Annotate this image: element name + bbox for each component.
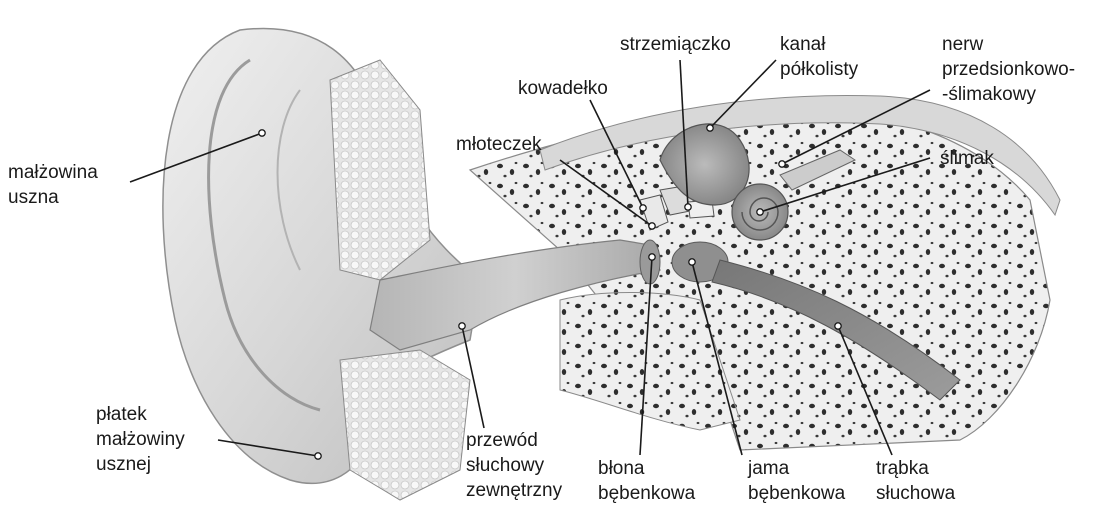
label-stapes: strzemiączko	[620, 32, 731, 57]
label-malleus: młoteczek	[456, 132, 542, 157]
cartilage-upper	[330, 60, 430, 280]
label-incus: kowadełko	[518, 76, 608, 101]
label-cochlea: ślimak	[940, 146, 994, 171]
cartilage-lower	[340, 350, 470, 500]
